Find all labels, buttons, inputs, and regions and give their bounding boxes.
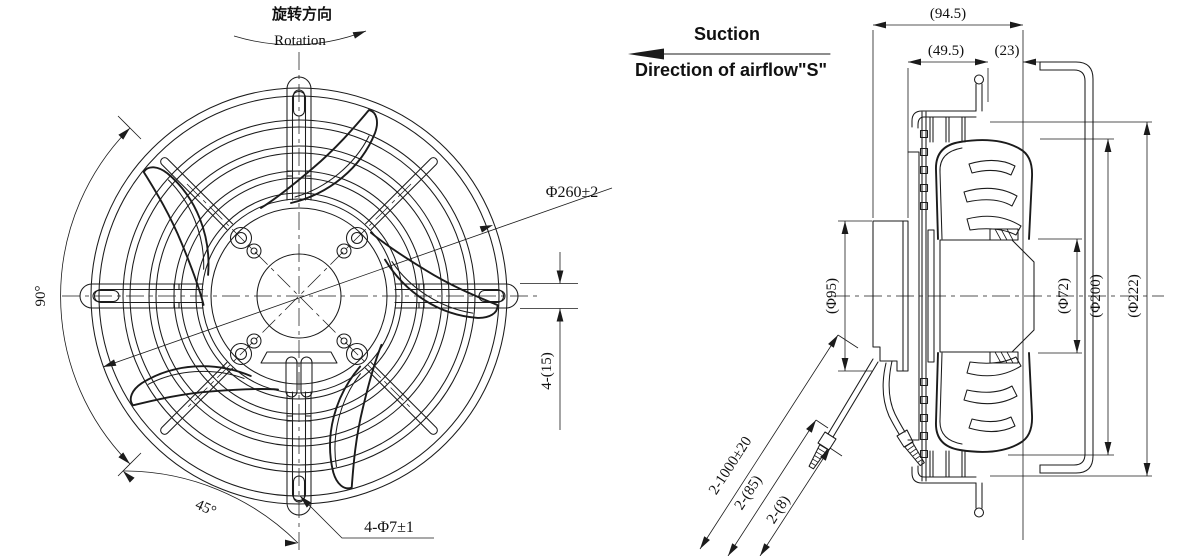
- terminal-box: [260, 351, 338, 398]
- airflow-annotation: Suction Direction of airflow"S": [628, 24, 831, 80]
- dim-motor-diameter: (Φ95): [824, 220, 872, 372]
- dim-mount-holes: 4-Φ7±1: [297, 493, 434, 539]
- impeller-hub: [927, 228, 1035, 364]
- dim-depth-guard-label: (23): [995, 43, 1020, 59]
- guard-wire-sections: [919, 129, 929, 459]
- dim-motor-diameter-label: (Φ95): [824, 278, 840, 314]
- blade-clamp-bottom: [989, 351, 1019, 364]
- dim-angle-45-label: 45°: [193, 497, 219, 520]
- dim-cable-tip-label: 2-(8): [764, 493, 794, 527]
- dim-guard-diameter-label: (Φ222): [1126, 274, 1142, 317]
- power-cables: [806, 358, 927, 471]
- dim-depth-total-label: (94.5): [930, 6, 966, 22]
- dim-hub-diameter-label: (Φ72): [1056, 278, 1072, 314]
- dim-hub-diameter: (Φ72): [1038, 238, 1082, 354]
- dim-depth-motor-label: (49.5): [928, 43, 964, 59]
- front-flange-ring: [1039, 61, 1094, 474]
- dim-impeller-diameter: (Φ200): [1008, 138, 1114, 456]
- dim-depths: (94.5) (49.5) (23): [872, 6, 1057, 540]
- guard-basket: [907, 74, 985, 518]
- rotation-label-cn: 旋转方向: [271, 5, 332, 23]
- motor-body: [872, 220, 909, 372]
- dim-impeller-diameter-label: (Φ200): [1088, 274, 1104, 317]
- dim-angle-90-label: 90°: [33, 286, 49, 307]
- rotation-label-en: Rotation: [274, 33, 326, 49]
- rotation-annotation: 旋转方向 Rotation: [233, 5, 368, 49]
- dim-arm-width: 4-(15): [520, 252, 578, 430]
- dim-cable-sheath-label: 2-(85): [732, 473, 766, 513]
- dim-angle-90: 90°: [33, 115, 142, 477]
- side-view: Suction Direction of airflow"S": [628, 6, 1164, 556]
- suction-label: Suction: [694, 24, 760, 44]
- front-view: 旋转方向 Rotation Φ260±2 90° 45° 4-(15) 4-Φ7…: [33, 5, 613, 550]
- dim-angle-45: 45°: [120, 468, 299, 547]
- dim-mount-holes-label: 4-Φ7±1: [364, 519, 414, 536]
- dim-outer-diameter: Φ260±2: [101, 184, 613, 371]
- dim-arm-width-label: 4-(15): [539, 352, 555, 390]
- airflow-direction-label: Direction of airflow"S": [635, 60, 827, 80]
- hub-screws: [229, 226, 369, 366]
- dim-guard-diameter: (Φ222): [990, 121, 1152, 477]
- blade-clamp-top: [989, 228, 1019, 241]
- front-centerlines: [62, 52, 540, 550]
- dim-outer-diameter-label: Φ260±2: [546, 184, 598, 201]
- dim-cables: 2-1000±20 2-(85) 2-(8): [697, 333, 859, 556]
